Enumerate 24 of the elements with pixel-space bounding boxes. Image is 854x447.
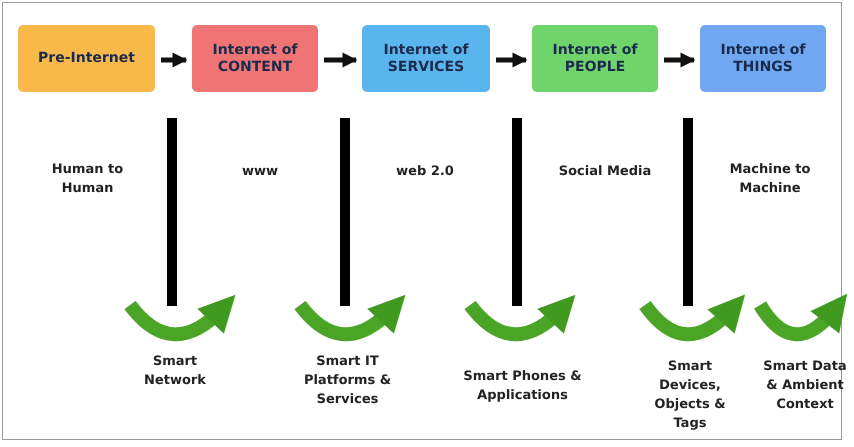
interaction-label: Human to Human: [50, 161, 124, 198]
arrow: [324, 52, 358, 68]
stage-box: [18, 25, 155, 92]
outcome-label: Smart IT Platforms & Services: [302, 353, 392, 409]
outcome-label: Smart Network: [143, 353, 207, 390]
era-label: web 2.0: [395, 163, 455, 181]
arrow: [496, 52, 528, 68]
era-label: Social Media: [558, 163, 652, 181]
stage-title: Internet of CONTENT: [211, 42, 299, 76]
stage-box: [192, 25, 318, 92]
stage-title: Internet of PEOPLE: [551, 42, 639, 76]
era-label: www: [240, 163, 280, 181]
arrow: [664, 52, 696, 68]
outcome-label: Smart Devices, Objects & Tags: [653, 358, 727, 433]
stage-box: [362, 25, 490, 92]
stage-box: [532, 25, 658, 92]
interaction-label: Machine to Machine: [728, 161, 812, 198]
stage-title: Internet of SERVICES: [382, 42, 470, 76]
outcome-label: Smart Data & Ambient Context: [762, 358, 848, 414]
stage-box: [700, 25, 826, 92]
arrow: [161, 52, 188, 68]
stage-title: Pre-Internet: [38, 50, 135, 67]
stage-title: Internet of THINGS: [719, 42, 807, 76]
outcome-label: Smart Phones & Applications: [462, 368, 583, 405]
